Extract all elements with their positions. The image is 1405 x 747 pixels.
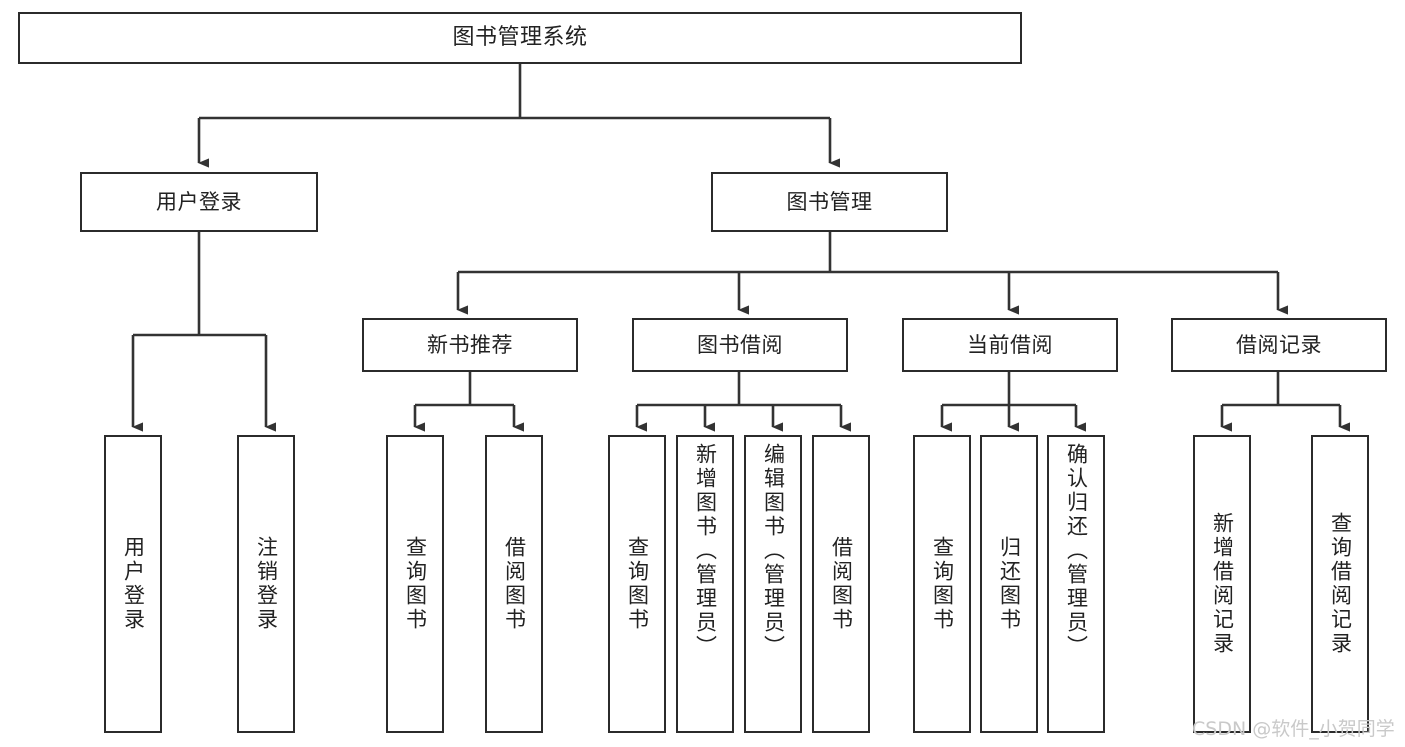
node-borrow-record[interactable]: 借阅记录	[1171, 318, 1387, 372]
node-label: 借阅图书	[502, 536, 527, 632]
leaf-return-book[interactable]: 归还图书	[980, 435, 1038, 733]
node-label: 用户登录	[156, 189, 242, 214]
node-book-borrow[interactable]: 图书借阅	[632, 318, 848, 372]
node-label: 归还图书	[997, 536, 1022, 632]
leaf-query-book-borrow[interactable]: 查询图书	[608, 435, 666, 733]
node-book-management[interactable]: 图书管理	[711, 172, 948, 232]
node-label: 当前借阅	[967, 332, 1053, 357]
leaf-query-book-recommend[interactable]: 查询图书	[386, 435, 444, 733]
node-label: 图书管理系统	[452, 25, 588, 51]
node-label: 查询图书	[403, 536, 428, 632]
node-label: 新书推荐	[427, 332, 513, 357]
leaf-add-borrow-record[interactable]: 新增借阅记录	[1193, 435, 1251, 733]
node-label: 新增图书（管理员）	[693, 443, 718, 659]
leaf-borrow-book-recommend[interactable]: 借阅图书	[485, 435, 543, 733]
node-user-login[interactable]: 用户登录	[80, 172, 318, 232]
node-label: 借阅图书	[829, 536, 854, 632]
node-label: 查询图书	[930, 536, 955, 632]
leaf-query-book-current[interactable]: 查询图书	[913, 435, 971, 733]
leaf-add-book-admin[interactable]: 新增图书（管理员）	[676, 435, 734, 733]
node-label: 新增借阅记录	[1210, 512, 1235, 656]
leaf-confirm-return-admin[interactable]: 确认归还（管理员）	[1047, 435, 1105, 733]
node-label: 编辑图书（管理员）	[761, 443, 786, 659]
node-label: 图书管理	[786, 189, 873, 214]
node-label: 注销登录	[254, 536, 279, 632]
leaf-query-borrow-record[interactable]: 查询借阅记录	[1311, 435, 1369, 733]
node-new-book-recommend[interactable]: 新书推荐	[362, 318, 578, 372]
leaf-logout[interactable]: 注销登录	[237, 435, 295, 733]
leaf-edit-book-admin[interactable]: 编辑图书（管理员）	[744, 435, 802, 733]
node-label: 查询借阅记录	[1328, 512, 1353, 656]
node-label: 用户登录	[121, 536, 146, 632]
node-root-system[interactable]: 图书管理系统	[18, 12, 1022, 64]
leaf-user-login[interactable]: 用户登录	[104, 435, 162, 733]
node-label: 图书借阅	[697, 332, 783, 357]
leaf-borrow-book[interactable]: 借阅图书	[812, 435, 870, 733]
node-label: 借阅记录	[1236, 332, 1322, 357]
node-current-borrow[interactable]: 当前借阅	[902, 318, 1118, 372]
node-label: 查询图书	[625, 536, 650, 632]
node-label: 确认归还（管理员）	[1064, 443, 1089, 659]
